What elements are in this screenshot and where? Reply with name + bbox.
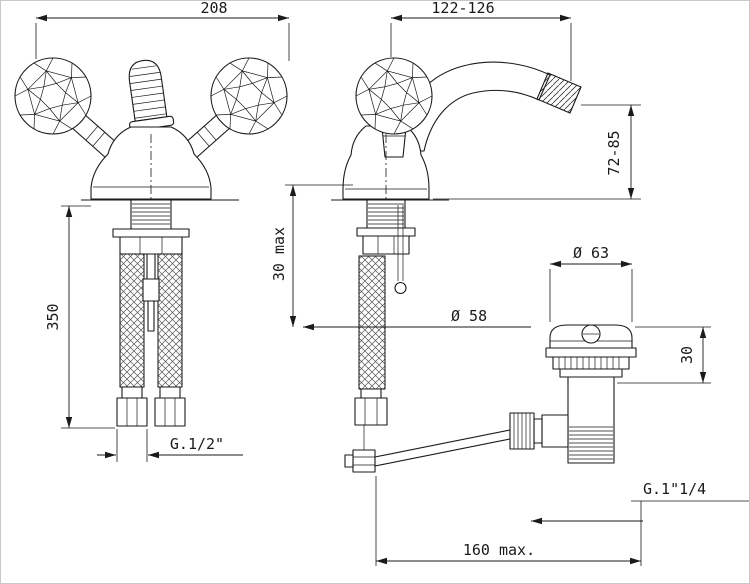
- popup-waste-assembly: [509, 324, 637, 464]
- mounting-nut-front: [119, 236, 183, 255]
- dim-label-waste-diameter: Ø 63: [573, 244, 609, 262]
- washer-side: [356, 227, 416, 237]
- dim-label-waste-reach: 160 max.: [463, 541, 535, 559]
- crystal-handle-right: [210, 57, 288, 135]
- hose-fitting-right: [154, 397, 186, 427]
- dim-label-overall-width: 208: [200, 1, 227, 17]
- crystal-handle-side: [355, 57, 433, 135]
- dim-waste-height: 30: [617, 326, 711, 384]
- hose-fitting-side: [354, 397, 388, 426]
- mixer-body-side: [342, 125, 430, 200]
- label-supply-thread: G.1/2": [97, 429, 243, 462]
- dim-label-waste-thread: G.1"1/4: [643, 480, 706, 498]
- dim-waste-reach: 160 max.: [375, 476, 642, 566]
- dim-label-hose-length: 350: [44, 303, 62, 330]
- dim-spout-height: 72-85: [433, 104, 641, 200]
- popup-rod-knob: [394, 281, 407, 295]
- horizontal-linkage-rod: [374, 429, 511, 467]
- dim-label-deck-thickness: 30 max: [270, 227, 288, 281]
- aerator: [536, 72, 582, 114]
- dim-deck-thickness: 30 max: [270, 184, 353, 327]
- flexible-hose-side: [358, 255, 386, 390]
- dim-overall-width: 208: [35, 1, 290, 61]
- label-waste-thread: G.1"1/4: [531, 480, 749, 525]
- washer-front: [112, 228, 190, 238]
- dim-waste-diameter: Ø 63: [549, 244, 633, 322]
- ribbed-spout: [128, 59, 175, 132]
- dim-hose-length: 350: [44, 205, 115, 429]
- front-view: [14, 57, 288, 427]
- dim-label-body-width: 122-126: [431, 1, 494, 17]
- popup-rod-front: [146, 253, 156, 280]
- crystal-handle-left: [14, 57, 92, 135]
- linkage-boss: [541, 414, 569, 448]
- waste-flange: [545, 347, 637, 358]
- hose-fitting-left: [116, 397, 148, 427]
- label-body-diameter: Ø 58: [303, 307, 531, 331]
- flexible-hose-left: [119, 253, 145, 388]
- dim-label-body-diameter: Ø 58: [451, 307, 487, 325]
- dim-label-waste-height: 30: [678, 346, 696, 364]
- popup-rod-clamp: [352, 449, 376, 473]
- dim-label-supply-thread: G.1/2": [170, 435, 224, 453]
- waste-tailpiece: [567, 376, 615, 464]
- flexible-hose-right: [157, 253, 183, 388]
- dim-label-spout-height: 72-85: [605, 130, 623, 175]
- side-view: [331, 57, 582, 473]
- mounting-nut-side: [362, 235, 410, 255]
- dim-body-width: 122-126: [390, 1, 572, 81]
